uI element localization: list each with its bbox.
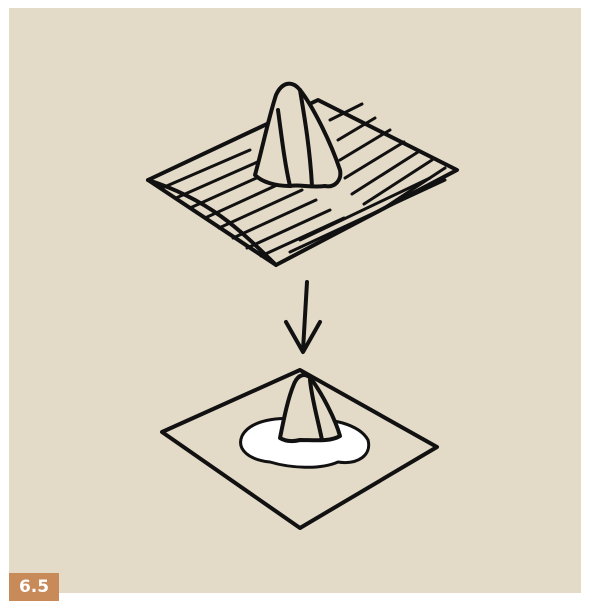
figure-label: 6.5 bbox=[9, 573, 59, 601]
rock-small-icon bbox=[280, 375, 340, 441]
down-arrow-icon bbox=[286, 282, 320, 352]
rock-icon bbox=[255, 84, 340, 187]
